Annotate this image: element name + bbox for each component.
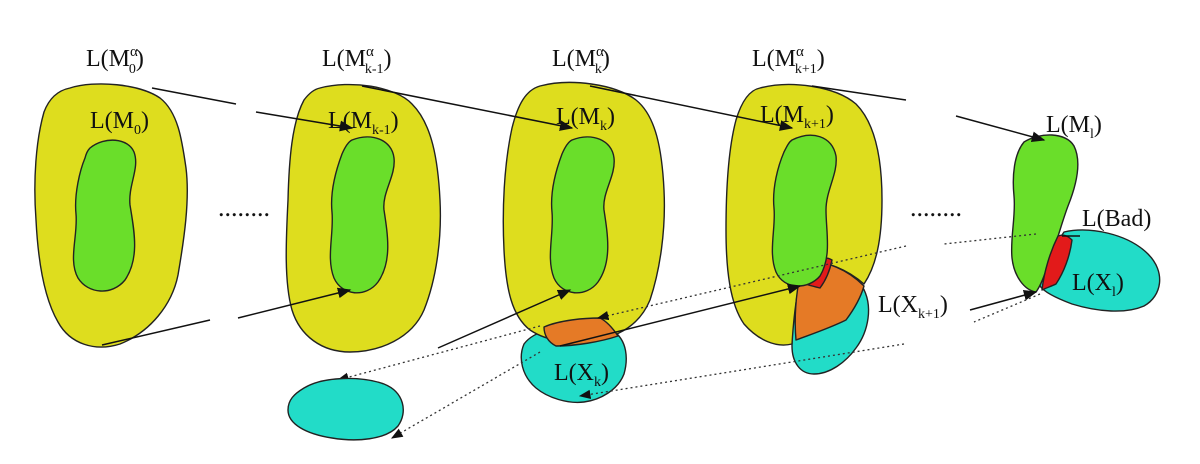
arrow-mk+1alpha-top bbox=[811, 85, 907, 101]
dotted-arrow-to-x-small-bottom bbox=[390, 351, 541, 439]
dotted-arrow-xl-bottom bbox=[973, 293, 1041, 323]
dotted-arrow-xl-top bbox=[943, 233, 1037, 245]
arrow-xk-to-xk+1 bbox=[559, 283, 802, 347]
label-xk: L(Xk) bbox=[554, 360, 609, 390]
arrow-to-mk+1 bbox=[589, 85, 794, 131]
dotted-arrows bbox=[336, 233, 1041, 439]
dotted-arrow-xk+1-to-xk-bottom bbox=[578, 343, 905, 399]
overlap-xk-mk-alpha bbox=[543, 317, 619, 347]
arrow-xk+1-to-xl bbox=[969, 289, 1038, 311]
label-bad: L(Bad) bbox=[1082, 206, 1151, 232]
arrow-to-ml bbox=[955, 115, 1046, 143]
arrow-m0alpha-bottom bbox=[101, 319, 211, 346]
label-xk+1: L(Xk+1) bbox=[878, 292, 948, 322]
set-x-small bbox=[287, 377, 404, 441]
arrow-to-mk-1-bottom bbox=[237, 287, 352, 319]
inner-set-m0 bbox=[72, 139, 137, 292]
panel-m0 bbox=[34, 83, 188, 348]
panel-mk bbox=[502, 81, 666, 404]
ellipsis-right: ........ bbox=[910, 193, 962, 222]
label-mk-1: L(Mk-1) bbox=[328, 108, 399, 138]
label-ml: L(Ml) bbox=[1046, 112, 1102, 142]
ellipsis-left: ........ bbox=[218, 193, 270, 222]
arrow-to-mk bbox=[361, 85, 574, 131]
panel-mk+1 bbox=[725, 83, 883, 375]
label-mk+1: L(Mk+1) bbox=[760, 102, 834, 132]
bad-region-l bbox=[1041, 234, 1073, 291]
inner-set-mk-1 bbox=[329, 136, 395, 294]
panel-ml bbox=[1010, 134, 1161, 312]
arrows bbox=[101, 85, 1080, 349]
inner-set-mk bbox=[549, 136, 615, 294]
label-xl: L(Xl) bbox=[1072, 270, 1124, 300]
arrow-m0alpha-top bbox=[151, 87, 237, 105]
label-mk: L(Mk) bbox=[556, 104, 615, 134]
panel-mk-1 bbox=[285, 83, 442, 353]
label-m0: L(M0) bbox=[90, 108, 149, 138]
arrow-to-mk-bottom bbox=[437, 289, 572, 349]
arrow-to-mk-1 bbox=[255, 111, 354, 132]
